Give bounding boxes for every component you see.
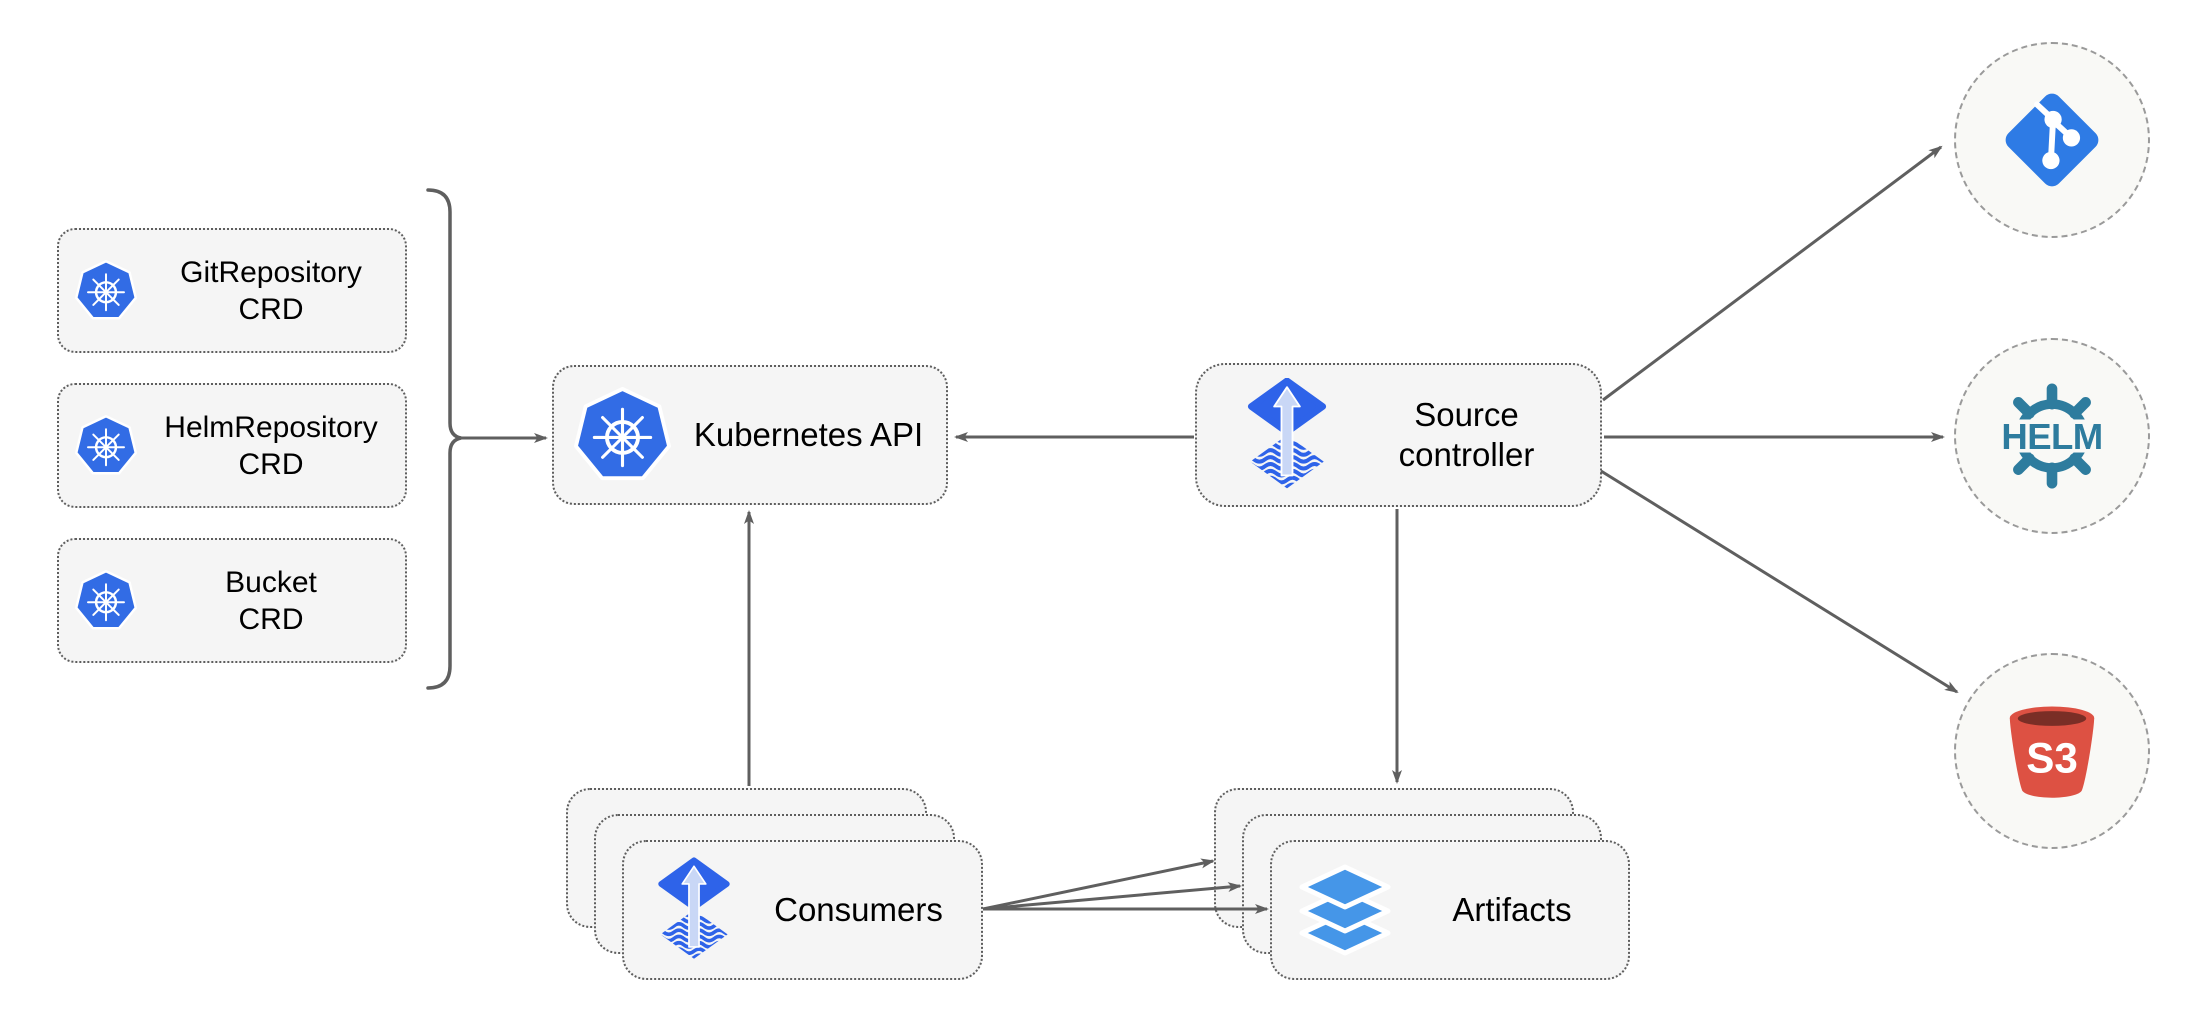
git-icon xyxy=(2005,93,2099,187)
helm-icon: HELM xyxy=(1996,383,2108,489)
edge-consumers-to-artifacts-1 xyxy=(982,858,1215,911)
node-label: Kubernetes API xyxy=(693,416,924,453)
node-label: Consumers xyxy=(774,891,943,928)
helm-label: HELM xyxy=(2001,416,2102,457)
kubernetes-icon xyxy=(75,259,137,320)
layers-icon xyxy=(1299,864,1391,956)
node-kubernetes-api: Kubernetes API xyxy=(552,365,948,505)
node-consumers: Consumers xyxy=(622,840,983,980)
node-artifacts: Artifacts xyxy=(1270,840,1630,980)
flux-icon xyxy=(658,857,730,959)
kubernetes-icon xyxy=(75,569,137,630)
edge-consumers-to-artifacts-2 xyxy=(982,882,1242,911)
crd-group-bracket xyxy=(426,188,462,690)
kubernetes-icon xyxy=(75,414,137,475)
helm-circle: HELM xyxy=(1954,338,2150,534)
edge-source-controller-to-git xyxy=(1602,145,1943,402)
flux-icon xyxy=(1247,378,1327,489)
node-label: Artifacts xyxy=(1452,891,1572,928)
s3-circle: S3 xyxy=(1954,653,2150,849)
git-circle xyxy=(1954,42,2150,238)
s3-bucket-icon: S3 xyxy=(2009,706,2095,798)
s3-label: S3 xyxy=(2026,735,2078,782)
edge-source-controller-to-s3 xyxy=(1600,469,1959,694)
kubernetes-icon xyxy=(574,386,671,480)
